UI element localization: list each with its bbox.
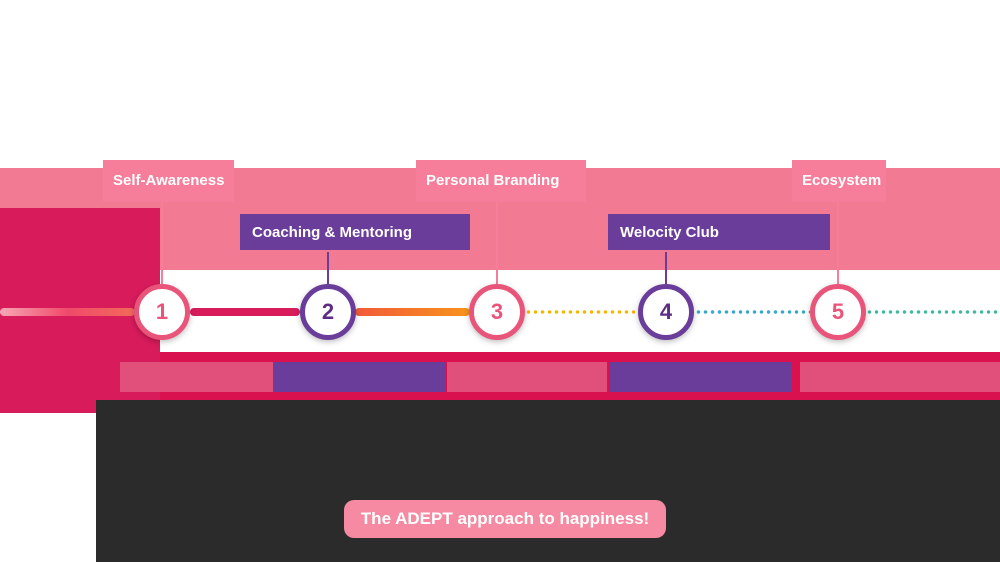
step-4-label: Welocity Club — [608, 214, 830, 250]
step-1-label: Self-Awareness — [103, 160, 235, 202]
strip-segment-3 — [447, 362, 607, 392]
tagline-badge: The ADEPT approach to happiness! — [344, 500, 666, 538]
connector-3 — [496, 198, 498, 284]
strip-segment-5 — [800, 362, 1000, 392]
connector-2 — [327, 252, 329, 284]
step-2-circle: 2 — [300, 284, 356, 340]
step-1-circle: 1 — [134, 284, 190, 340]
connector-5 — [837, 198, 839, 284]
timeline-segment-0 — [0, 308, 135, 316]
step-3-circle: 3 — [469, 284, 525, 340]
step-3-label: Personal Branding — [416, 160, 586, 202]
step-5-circle: 5 — [810, 284, 866, 340]
timeline-dots-3 — [525, 310, 638, 314]
strip-segment-2 — [273, 362, 445, 392]
timeline-segment-2 — [355, 308, 470, 316]
step-4-circle: 4 — [638, 284, 694, 340]
timeline-dots-5 — [866, 310, 1000, 314]
step-5-label: Ecosystem — [792, 160, 886, 202]
connector-1 — [161, 198, 163, 284]
step-2-label: Coaching & Mentoring — [240, 214, 470, 250]
strip-segment-1 — [120, 362, 275, 392]
strip-segment-4 — [610, 362, 792, 392]
timeline-segment-1 — [190, 308, 300, 316]
timeline-dots-4 — [695, 310, 810, 314]
connector-4 — [665, 252, 667, 284]
